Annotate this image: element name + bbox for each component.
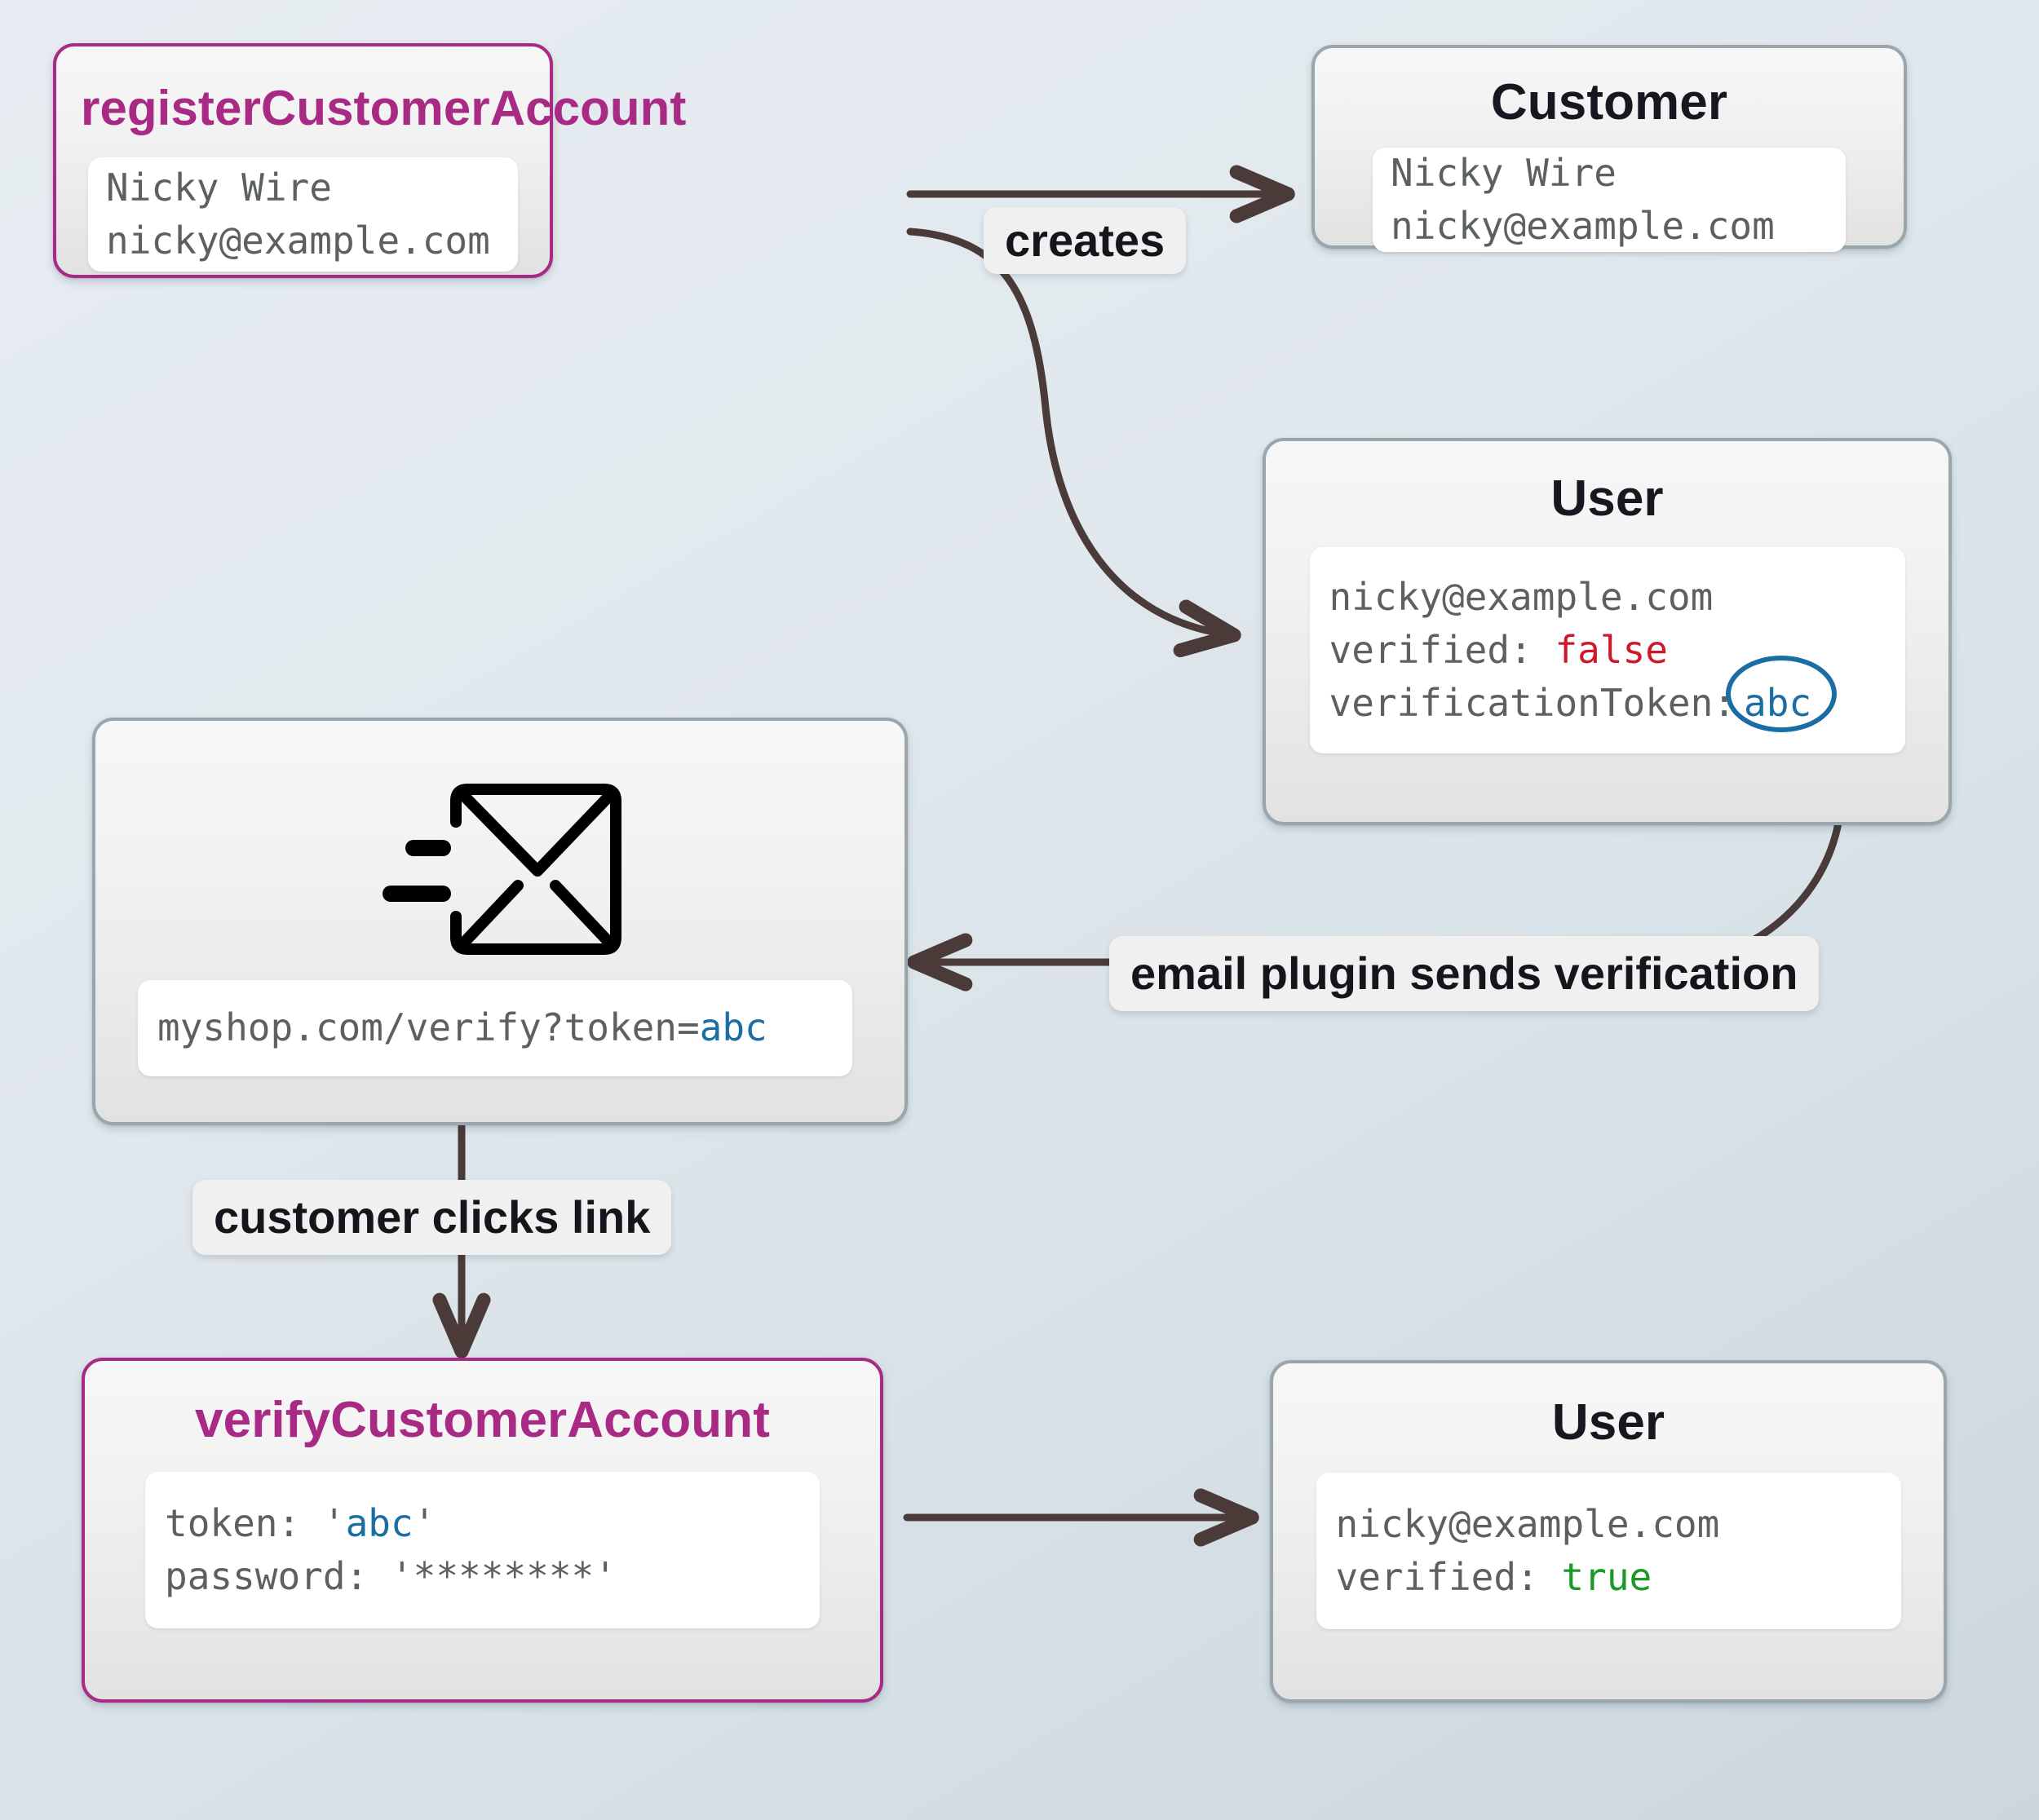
edge-creates-user bbox=[906, 228, 1241, 658]
verify-token-key: token: bbox=[165, 1500, 323, 1545]
register-field-name: Nicky Wire bbox=[106, 165, 332, 210]
node-email-message[interactable]: myshop.com/verify?token=abc bbox=[92, 718, 908, 1125]
node-title-verify-customer-account: verifyCustomerAccount bbox=[195, 1392, 770, 1448]
node-title-user-unverified: User bbox=[1550, 470, 1664, 527]
customer-field-email: nicky@example.com bbox=[1391, 204, 1775, 248]
node-verify-customer-account[interactable]: verifyCustomerAccount token: 'abc' passw… bbox=[82, 1358, 883, 1703]
user-unverified-fields-panel: nicky@example.com verified: false verifi… bbox=[1309, 547, 1905, 753]
node-user-verified[interactable]: User nicky@example.com verified: true bbox=[1270, 1360, 1947, 1703]
verify-token-quote-close: ' bbox=[413, 1500, 436, 1545]
node-title-user-verified: User bbox=[1551, 1394, 1665, 1451]
verify-field-password: password: '********' bbox=[165, 1550, 800, 1603]
user-unverified-field-token: verificationToken:abc bbox=[1329, 656, 1886, 733]
send-email-icon bbox=[378, 780, 622, 959]
email-link-token: abc bbox=[699, 1005, 767, 1050]
user-unverified-verified-value: false bbox=[1555, 627, 1668, 672]
verify-token-quote-open: ' bbox=[322, 1500, 346, 1545]
user-verified-fields-panel: nicky@example.com verified: true bbox=[1316, 1473, 1901, 1629]
customer-field-name: Nicky Wire bbox=[1391, 150, 1617, 195]
email-verification-link: myshop.com/verify?token=abc bbox=[157, 1001, 833, 1054]
register-field-email: nicky@example.com bbox=[106, 219, 490, 263]
user-verified-verified-key: verified: bbox=[1335, 1555, 1562, 1599]
user-verified-field-verified: verified: true bbox=[1336, 1551, 1882, 1604]
node-register-customer-account[interactable]: registerCustomerAccount Nicky Wire nicky… bbox=[53, 43, 687, 278]
verify-field-token: token: 'abc' bbox=[165, 1497, 800, 1550]
edge-label-creates: creates bbox=[984, 207, 1187, 274]
verify-password-key: password: bbox=[165, 1554, 391, 1598]
node-title-customer: Customer bbox=[1490, 74, 1728, 130]
verify-token-value: abc bbox=[345, 1500, 414, 1545]
edge-label-creates-text: creates bbox=[1005, 214, 1165, 266]
edge-label-email-plugin-sends-verification: email plugin sends verification bbox=[1109, 936, 1820, 1011]
verify-input-panel: token: 'abc' password: '********' bbox=[145, 1472, 820, 1628]
node-title-register-customer-account: registerCustomerAccount bbox=[81, 81, 687, 135]
edge-label-customer-clicks-link: customer clicks link bbox=[192, 1180, 672, 1255]
user-verified-verified-value: true bbox=[1561, 1555, 1652, 1599]
customer-fields-panel: Nicky Wire nicky@example.com bbox=[1373, 148, 1846, 252]
register-input-panel: Nicky Wire nicky@example.com bbox=[88, 157, 518, 272]
user-unverified-field-email: nicky@example.com bbox=[1329, 574, 1714, 619]
send-email-icon-glyph bbox=[383, 784, 621, 955]
verification-token-circle-badge: abc bbox=[1725, 656, 1838, 733]
user-unverified-token-key: verificationToken: bbox=[1329, 681, 1736, 726]
edge-label-customer-clicks-text: customer clicks link bbox=[214, 1191, 651, 1243]
edge-label-email-plugin-text: email plugin sends verification bbox=[1130, 948, 1798, 999]
user-unverified-verified-key: verified: bbox=[1329, 627, 1555, 672]
email-link-panel: myshop.com/verify?token=abc bbox=[138, 980, 852, 1076]
email-link-prefix: myshop.com/verify?token= bbox=[157, 1005, 700, 1050]
node-user-unverified[interactable]: User nicky@example.com verified: false v… bbox=[1263, 438, 1952, 825]
verify-password-value: '********' bbox=[390, 1554, 617, 1598]
node-customer-entity[interactable]: Customer Nicky Wire nicky@example.com bbox=[1311, 45, 1907, 252]
user-unverified-field-verified: verified: false bbox=[1329, 624, 1886, 677]
user-verified-field-email: nicky@example.com bbox=[1335, 1501, 1720, 1546]
